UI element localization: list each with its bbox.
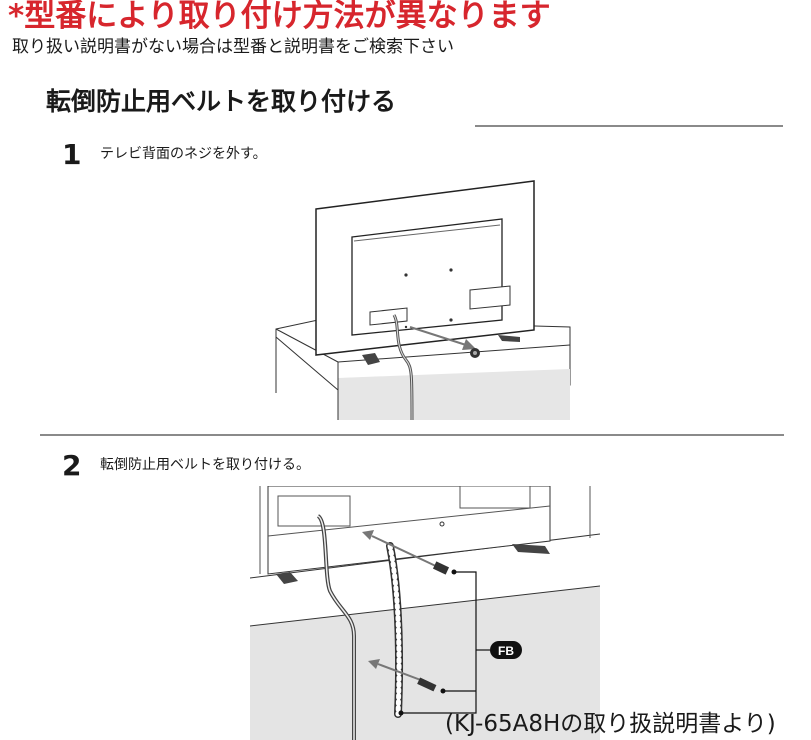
tv-back-remove-screw-illustration	[275, 180, 571, 420]
step-divider	[40, 434, 784, 436]
section-title-rule	[475, 125, 783, 127]
step-2-text: 転倒防止用ベルトを取り付ける。	[100, 457, 310, 473]
step-1-number: 1	[62, 138, 82, 171]
warning-subtitle: 取り扱い説明書がない場合は型番と説明書をご検索下さい	[12, 37, 454, 57]
source-caption: (KJ-65A8Hの取り扱説明書より)	[445, 711, 776, 737]
step-2-number: 2	[62, 449, 82, 482]
warning-title: *型番により取り付け方法が異なります	[8, 0, 551, 34]
fb-badge: FB	[490, 641, 522, 659]
step-1-text: テレビ背面のネジを外す。	[100, 146, 267, 162]
section-title: 転倒防止用ベルトを取り付ける	[46, 87, 397, 116]
attach-belt-illustration: FB	[250, 486, 600, 740]
fb-badge-label: FB	[498, 644, 514, 658]
